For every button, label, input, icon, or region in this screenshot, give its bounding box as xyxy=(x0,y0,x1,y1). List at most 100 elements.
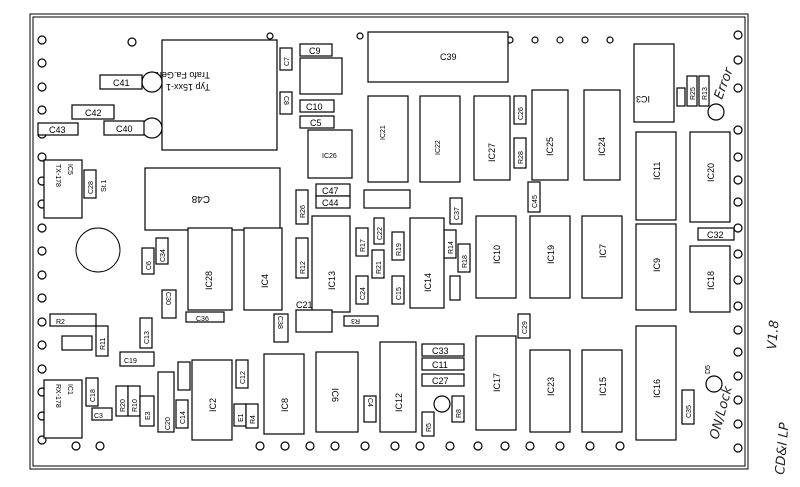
ic2-label: IC2 xyxy=(208,398,218,412)
ic7-label: IC7 xyxy=(598,244,608,258)
ic14-label: IC14 xyxy=(423,273,433,292)
c41-label: C41 xyxy=(113,78,130,88)
ic27-outline xyxy=(473,95,511,181)
c42-outline xyxy=(71,104,115,120)
ic28-label: IC28 xyxy=(204,271,214,290)
c18-outline xyxy=(85,377,99,407)
d5-label: D5 xyxy=(705,365,712,374)
ic16-label: IC16 xyxy=(652,379,662,398)
bottom-holes xyxy=(71,441,625,451)
c11-label: C11 xyxy=(432,360,448,370)
c3-outline xyxy=(91,407,113,421)
e-marker xyxy=(676,87,686,107)
ic6-outline xyxy=(315,351,359,433)
c37-outline xyxy=(449,197,463,225)
r3b-outline xyxy=(177,361,191,391)
c27-trim xyxy=(433,395,451,413)
ic23-label: IC23 xyxy=(546,377,556,396)
c14-outline xyxy=(175,399,189,429)
board-outline xyxy=(29,13,749,470)
r3-label: R3 xyxy=(351,317,360,324)
c28-outline xyxy=(83,169,97,199)
ic21-label: IC21 xyxy=(380,125,387,140)
c35-outline xyxy=(681,389,695,425)
r19-outline xyxy=(391,231,405,261)
ic27-label: IC27 xyxy=(487,143,497,162)
r11-label: R11 xyxy=(100,338,107,350)
r15-outline xyxy=(449,275,461,301)
c8-outline xyxy=(279,91,293,115)
c43-label: C43 xyxy=(49,125,66,135)
r17-outline xyxy=(355,227,369,257)
c30-label: C30 xyxy=(164,292,171,305)
r25-label: R25 xyxy=(690,87,697,100)
c48-block xyxy=(144,167,281,231)
ic12-label: IC12 xyxy=(394,393,404,412)
c5-outline xyxy=(299,115,335,129)
e3-label: E3 xyxy=(145,411,152,420)
ic19-outline xyxy=(529,215,571,299)
r17-label: R17 xyxy=(360,239,367,252)
bridge-rectifier xyxy=(299,57,343,95)
ic20-label: IC20 xyxy=(706,163,716,182)
c13-label: C13 xyxy=(144,331,151,344)
ic13-outline xyxy=(311,215,351,313)
r28-label: R28 xyxy=(518,151,525,164)
c20-outline xyxy=(157,371,175,433)
c37-label: C37 xyxy=(454,207,461,220)
ic19-label: IC19 xyxy=(546,245,556,264)
c6-label: C6 xyxy=(146,261,153,270)
c39-relay xyxy=(367,31,509,83)
c47-label: C47 xyxy=(322,186,339,196)
c9-outline xyxy=(299,43,333,57)
c12-label: C12 xyxy=(240,371,247,384)
c33-outline xyxy=(421,343,465,357)
c45-outline xyxy=(527,181,541,213)
ic22-outline xyxy=(419,95,461,183)
c41-outline xyxy=(99,74,143,90)
c29-label: C29 xyxy=(522,321,529,334)
c6-outline xyxy=(141,247,155,275)
ic10-label: IC10 xyxy=(492,245,502,264)
r11-outline xyxy=(95,325,109,357)
c34-outline xyxy=(155,237,169,265)
c18-label: C18 xyxy=(90,389,97,402)
c32-label: C32 xyxy=(707,230,724,240)
ic15-label: IC15 xyxy=(598,377,608,396)
crystal xyxy=(363,189,411,209)
c5-label: C5 xyxy=(310,118,322,128)
c20-label: C20 xyxy=(165,417,172,430)
r18-outline xyxy=(457,243,471,273)
c8-label: C8 xyxy=(282,96,289,105)
ic17-outline xyxy=(475,335,517,431)
ic4-outline xyxy=(243,227,283,311)
trafo-block xyxy=(161,39,278,151)
ic6-label: IC6 xyxy=(330,388,340,402)
c15-label: C15 xyxy=(396,287,403,300)
e1-label: E1 xyxy=(238,413,245,422)
c36-label: C36 xyxy=(196,316,209,323)
r20-label: R20 xyxy=(120,399,127,412)
ic2-outline xyxy=(191,359,233,441)
c39-label: C39 xyxy=(440,52,457,62)
ic17-label: IC17 xyxy=(492,373,502,392)
c35-label: C35 xyxy=(686,405,693,418)
ic10-outline xyxy=(475,215,517,299)
ic11-outline xyxy=(635,131,677,221)
r12-outline xyxy=(295,237,309,279)
r13-outline xyxy=(698,75,710,107)
trafo-pin-1 xyxy=(141,71,163,93)
c30-outline xyxy=(161,289,177,319)
c22-outline xyxy=(373,217,385,245)
d5-led xyxy=(705,375,723,393)
tx-label: TX-178 xyxy=(54,164,61,187)
onlock-handwritten: ON/Lock xyxy=(707,384,736,441)
c15-outline xyxy=(391,275,405,305)
c42-label: C42 xyxy=(85,108,102,118)
c29-outline xyxy=(517,313,531,339)
trafo-label: Trafo Fa.Gerth xyxy=(151,70,210,80)
ic13-label: IC13 xyxy=(327,271,337,290)
top-holes xyxy=(127,32,614,47)
ic18-label: IC18 xyxy=(706,271,716,290)
